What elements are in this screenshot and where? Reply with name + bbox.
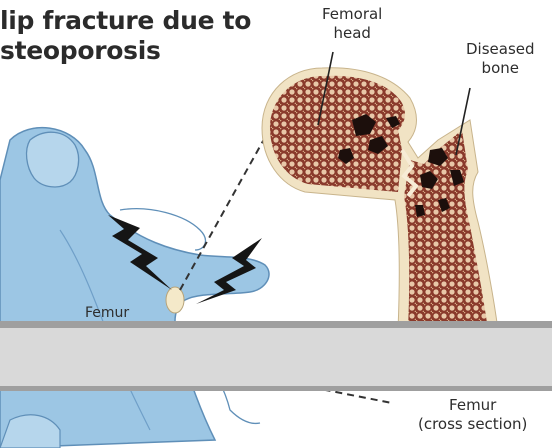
overlay-band-body xyxy=(0,328,552,386)
overlay-band xyxy=(0,321,552,391)
femur-cross-section xyxy=(262,68,498,330)
overlay-band-top-stripe xyxy=(0,321,552,328)
diseased-bone-label: Diseased bone xyxy=(466,40,535,78)
femoral-head-label: Femoral head xyxy=(322,5,382,43)
femur-cross-section-label: Femur (cross section) xyxy=(418,396,527,434)
overlay-band-bottom-stripe xyxy=(0,386,552,391)
